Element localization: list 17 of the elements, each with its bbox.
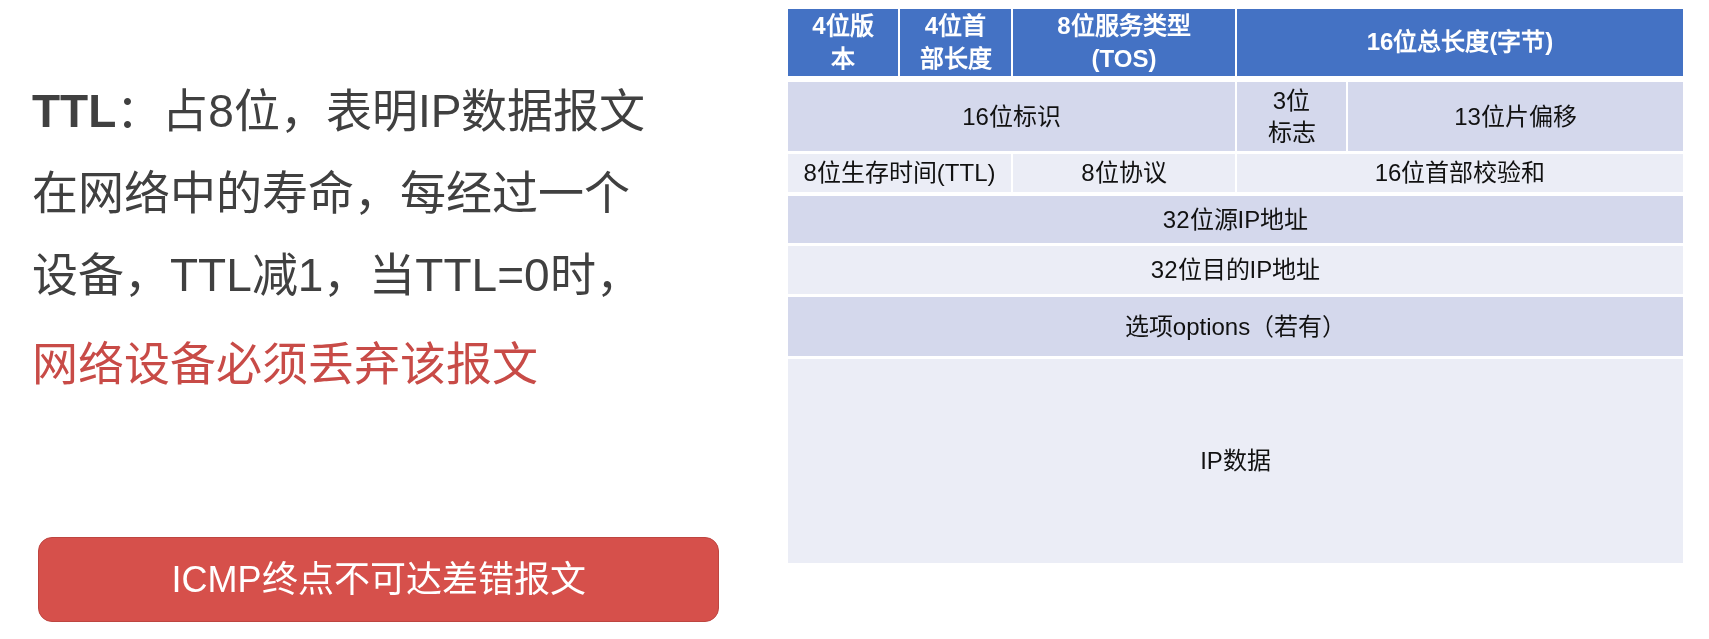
header-cell: 16位总长度(字节) — [1237, 9, 1683, 76]
field-cell: 16位标识 — [788, 82, 1235, 151]
field-cell: 8位协议 — [1013, 154, 1235, 192]
field-cell: 32位目的IP地址 — [788, 246, 1683, 294]
header-cell: 8位服务类型(TOS) — [1013, 9, 1235, 76]
action-button: ICMP终点不可达差错报文 — [38, 537, 719, 622]
header-cell: 4位版本 — [788, 9, 898, 76]
field-cell: 13位片偏移 — [1348, 82, 1683, 151]
description-text: TTL：占8位，表明IP数据报文在网络中的寿命，每经过一个设备，TTL减1，当TTL=0时， — [32, 84, 647, 303]
field-cell: 16位首部校验和 — [1237, 154, 1683, 192]
field-cell: 选项options（若有） — [788, 297, 1683, 356]
header-cell: 4位首部长度 — [900, 9, 1011, 76]
field-cell: 3位标志 — [1237, 82, 1346, 151]
field-cell: 32位源IP地址 — [788, 196, 1683, 243]
field-cell: IP数据 — [788, 359, 1683, 563]
field-cell: 8位生存时间(TTL) — [788, 154, 1011, 192]
emphasis-text: 网络设备必须丢弃该报文 — [32, 337, 539, 392]
